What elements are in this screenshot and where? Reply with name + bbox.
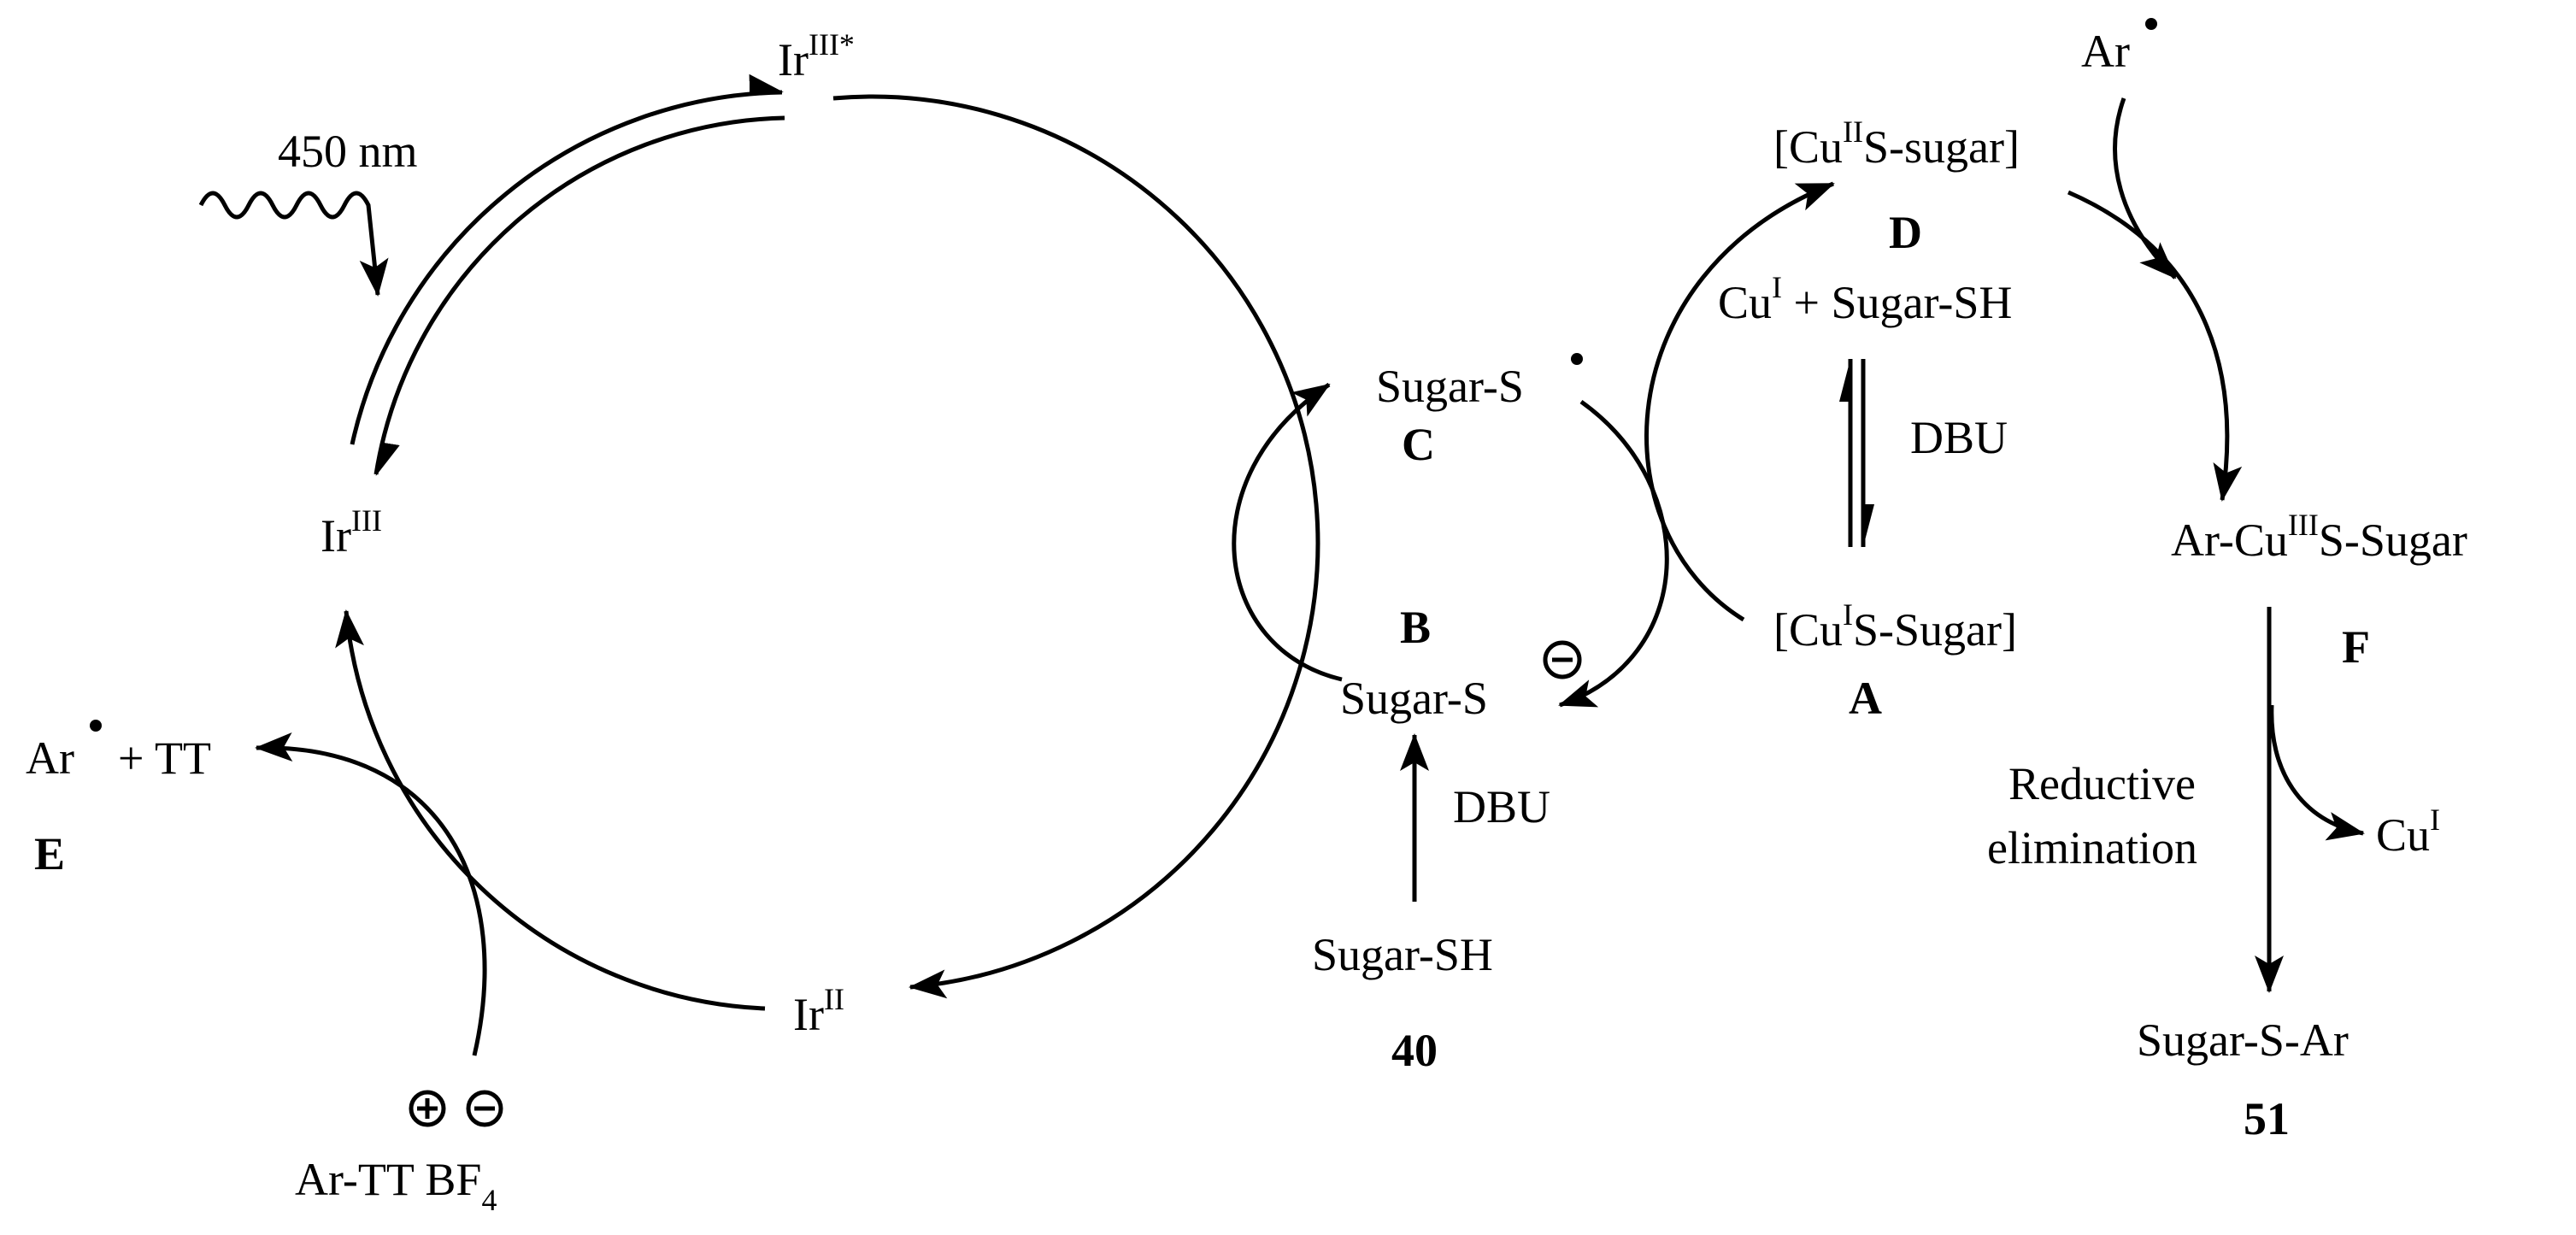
plus-tt-label: + TT — [118, 732, 211, 784]
aryl-radical-e: Ar — [26, 732, 74, 784]
dbu-label-thiolate: DBU — [1453, 781, 1550, 832]
aryl-tt-reagent: Ar-TT BF4 — [295, 1154, 497, 1217]
cu1-sugar-sh-mixture: CuI + Sugar-SH — [1718, 270, 2012, 328]
intermediate-b-label: B — [1400, 602, 1431, 653]
cu3-complex-f: Ar-CuIIIS-Sugar — [2171, 508, 2467, 566]
plus-charge-icon — [409, 1090, 446, 1127]
step-label-line2: elimination — [1987, 822, 2197, 873]
minus-charge-icon — [466, 1090, 503, 1127]
released-cu1: CuI — [2376, 803, 2440, 861]
cu-ar-addition-arc — [2067, 190, 2243, 502]
radical-dot-e — [90, 720, 102, 732]
aryl-radical-entry-arrow — [2113, 97, 2177, 279]
light-wavelength-label: 450 nm — [278, 126, 418, 177]
aryl-radical-generation: Ar + TT E Ar-TT BF4 — [26, 720, 503, 1217]
thiolate-cycle: Sugar-S C B Sugar-S DBU Sugar-SH 40 — [1232, 353, 1669, 1076]
aryl-tt-reduction-arrow — [255, 732, 487, 1056]
ir-cycle-arc-right — [832, 94, 1320, 999]
thiolate-oxidation-arrow — [1232, 382, 1343, 682]
compound-40-label: 40 — [1391, 1025, 1438, 1076]
ir-excited-label: IrIII* — [778, 27, 855, 85]
aryl-radical-cu: Ar — [2081, 26, 2130, 77]
copper-cycle: [CuIIS-sugar] D Ar CuI + Sugar-SH DBU [C… — [1644, 18, 2467, 1144]
cu1-release-arrow — [2269, 704, 2365, 841]
intermediate-e-label: E — [34, 828, 65, 879]
thiolate-anion-b: Sugar-S — [1340, 673, 1488, 724]
intermediate-a-label: A — [1849, 673, 1882, 724]
ir-cycle-arc-bottom-left — [335, 609, 766, 1011]
radical-dot-c — [1571, 353, 1583, 365]
intermediate-d-label: D — [1889, 207, 1922, 258]
cu-oxidation-arc — [1644, 181, 1835, 622]
dbu-label-cu: DBU — [1910, 412, 2008, 463]
anion-charge-icon — [1543, 640, 1582, 679]
cu1-complex-a: [CuIS-Sugar] — [1773, 597, 2017, 656]
iridium-cycle: IrIII* 450 nm IrIII IrII — [198, 27, 1320, 1040]
product-sugar-s-ar: Sugar-S-Ar — [2137, 1014, 2349, 1066]
radical-dot-ar — [2145, 18, 2157, 30]
thiyl-radical-to-cu-arrow — [1558, 399, 1669, 708]
intermediate-c-label: C — [1402, 419, 1435, 470]
ir-reduced-label: IrII — [793, 982, 844, 1040]
intermediate-f-label: F — [2342, 621, 2370, 673]
step-label-line1: Reductive — [2008, 758, 2196, 809]
cu2-complex-d: [CuIIS-sugar] — [1773, 115, 2020, 173]
charge-symbols — [409, 1090, 503, 1127]
sugar-sh-start: Sugar-SH — [1312, 929, 1493, 980]
ir-ground-label: IrIII — [321, 503, 382, 562]
thiyl-radical-c: Sugar-S — [1376, 361, 1524, 412]
ir-excitation-arrow — [350, 74, 784, 445]
compound-51-label: 51 — [2244, 1093, 2290, 1144]
ir-relaxation-arrow — [373, 115, 785, 476]
equilibrium-arrows — [1839, 359, 1874, 547]
light-wavy-arrow — [198, 191, 389, 297]
